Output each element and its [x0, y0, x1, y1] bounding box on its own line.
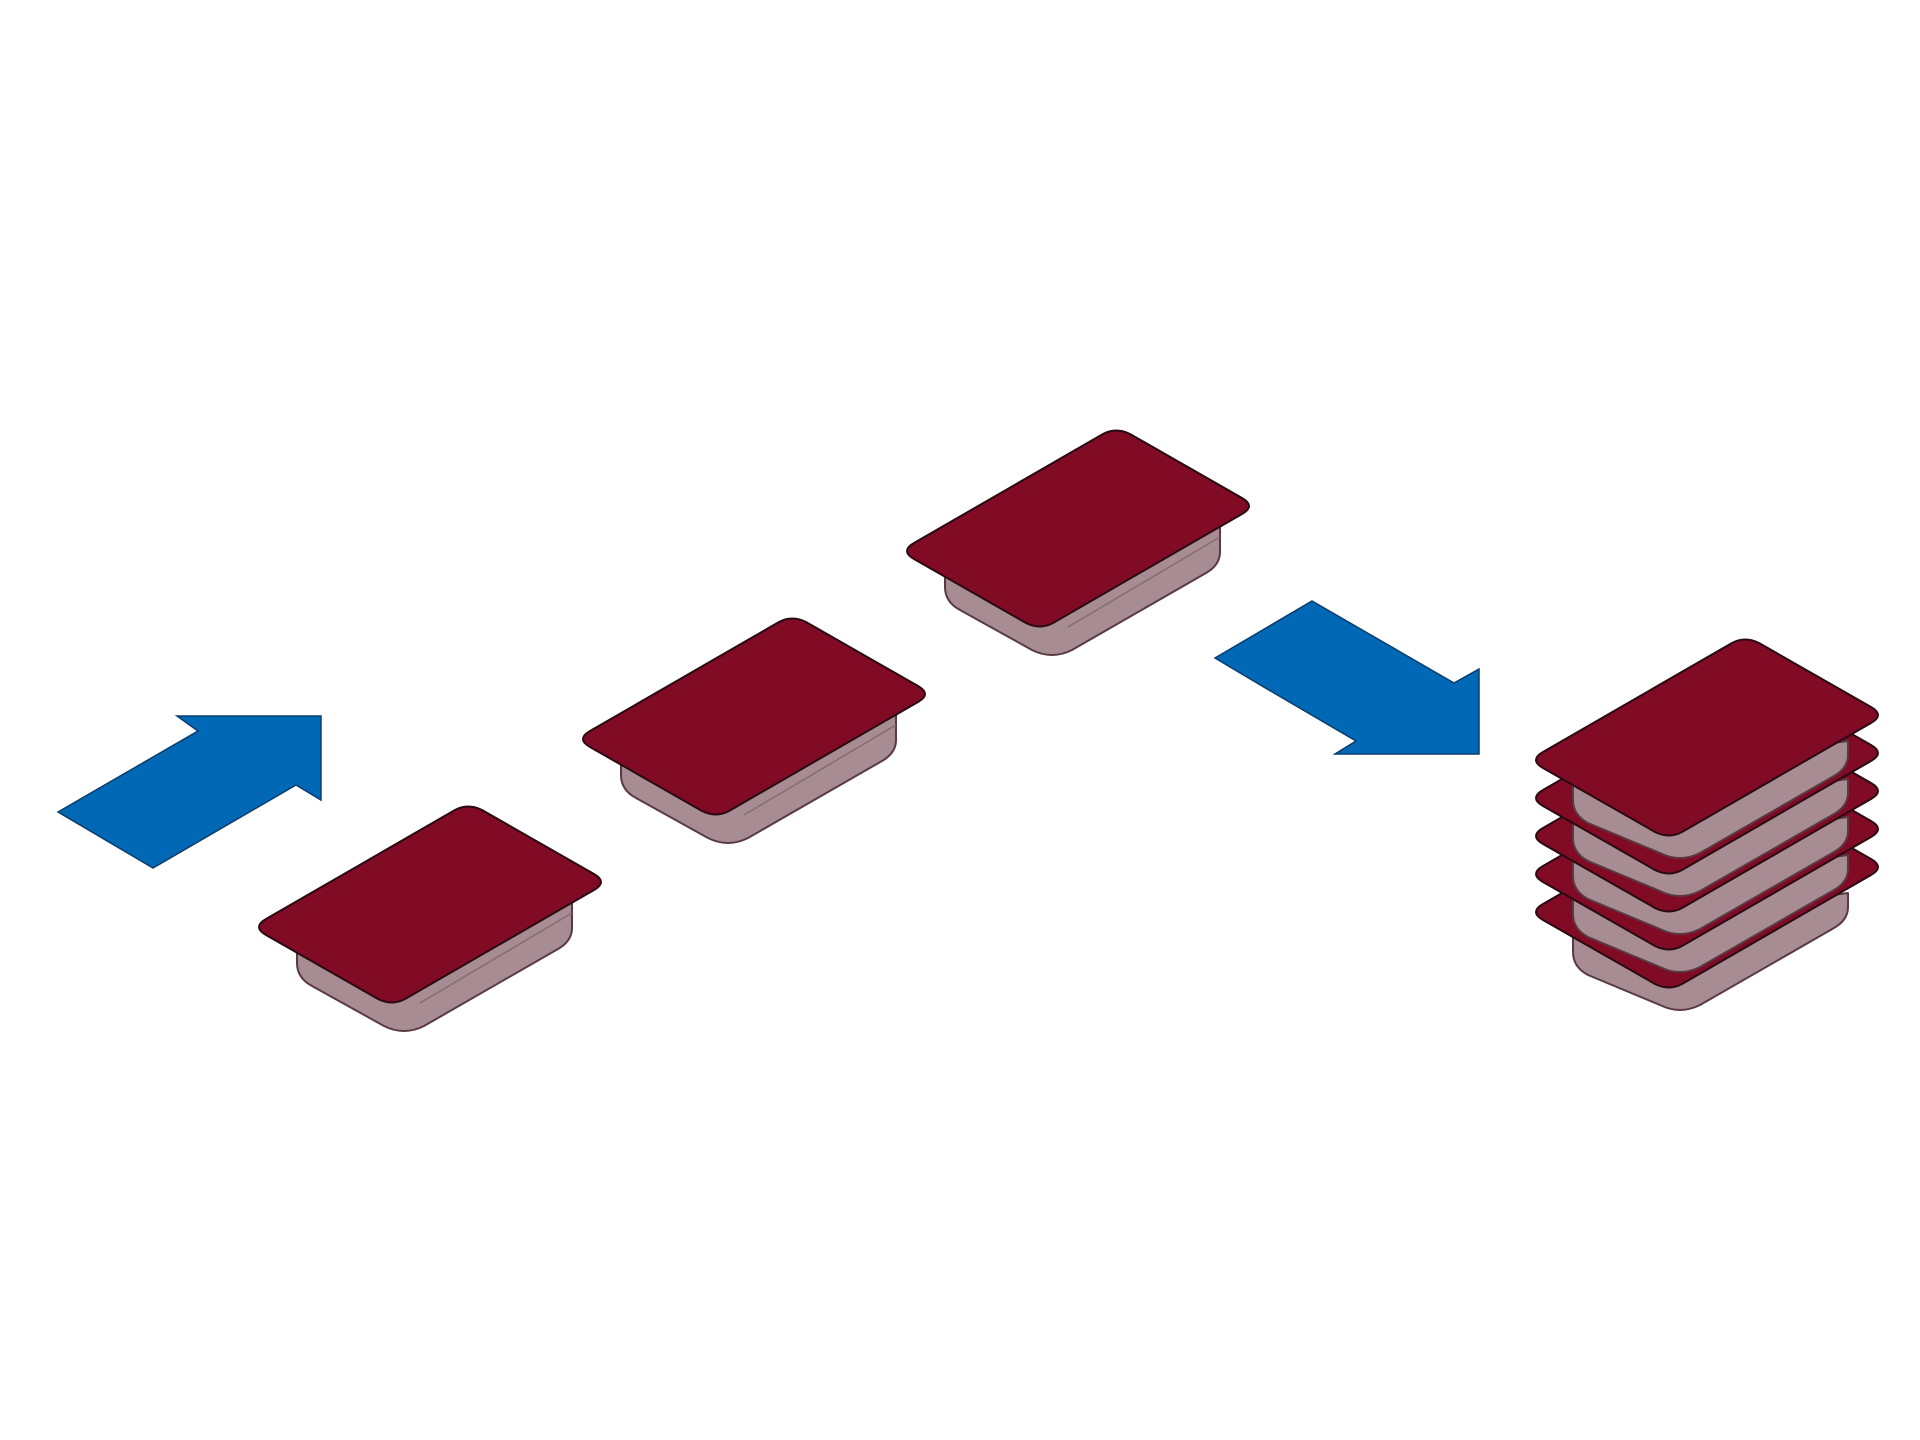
stack-tray-1-top: [1535, 638, 1879, 837]
tray-2-top: [582, 617, 926, 816]
tray-1: [258, 805, 602, 1032]
tray-3-top: [906, 429, 1250, 628]
tray-stack: [1535, 638, 1879, 1011]
outgoing-arrow: [1213, 600, 1480, 755]
tray-2: [582, 617, 926, 844]
tray-3: [906, 429, 1250, 656]
stack-tray-1: [1535, 638, 1879, 859]
tray-1-top: [258, 805, 602, 1004]
incoming-arrow: [56, 715, 322, 869]
